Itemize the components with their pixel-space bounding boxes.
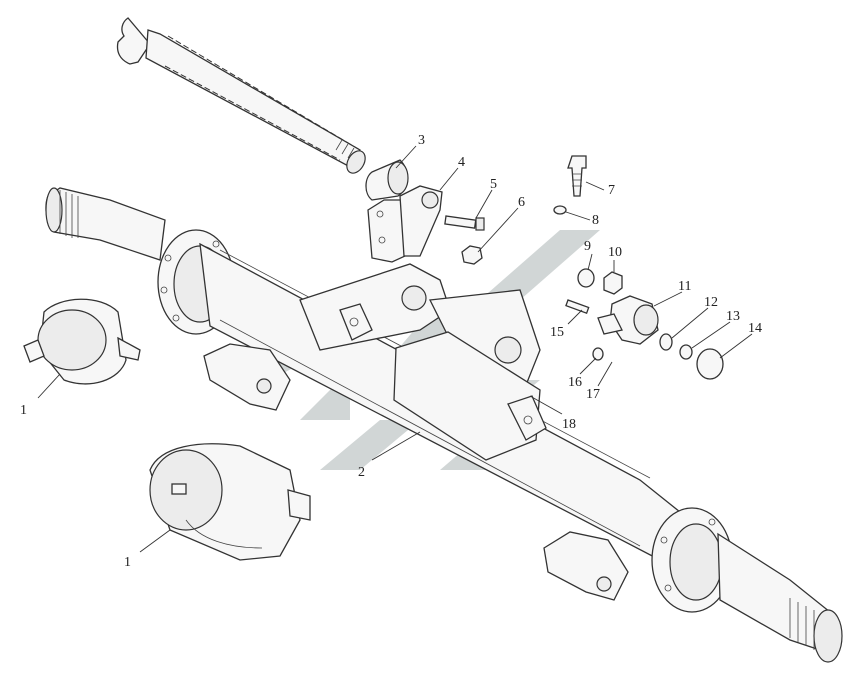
bracket-part-4 — [367, 185, 443, 263]
bolt-part-7 — [567, 155, 587, 197]
callout-15: 15 — [550, 325, 564, 340]
brake-chamber-part-1-lower — [149, 443, 311, 561]
nut-part-10 — [603, 271, 623, 295]
callout-17: 17 — [586, 387, 600, 402]
callout-3: 3 — [418, 133, 425, 148]
washer-part-9 — [577, 268, 595, 288]
drive-shaft — [116, 17, 409, 201]
bracket-assembly-part-18 — [299, 263, 547, 461]
brake-chamber-part-1-upper — [23, 298, 141, 385]
slack-adjuster-part-11 — [597, 295, 659, 345]
snap-ring-part-14 — [696, 348, 724, 380]
callout-12: 12 — [704, 295, 718, 310]
bolt-part-5 — [444, 215, 485, 231]
callout-16: 16 — [568, 375, 582, 390]
callout-8: 8 — [592, 213, 599, 228]
callout-11: 11 — [678, 279, 691, 294]
leader-lines — [37, 145, 753, 553]
callout-18: 18 — [562, 417, 576, 432]
callout-10: 10 — [608, 245, 622, 260]
callout-9: 9 — [584, 239, 591, 254]
callout-1-upper: 1 — [20, 403, 27, 418]
nut-part-6 — [461, 245, 483, 265]
callout-6: 6 — [518, 195, 525, 210]
callout-5: 5 — [490, 177, 497, 192]
callout-1-lower: 1 — [124, 555, 131, 570]
callout-4: 4 — [458, 155, 465, 170]
callout-2: 2 — [358, 465, 365, 480]
washer-part-8 — [553, 205, 567, 215]
screw-part-15 — [565, 299, 590, 314]
ring-part-12 — [659, 333, 673, 351]
ring-part-13 — [679, 344, 693, 360]
callout-7: 7 — [608, 183, 615, 198]
callout-13: 13 — [726, 309, 740, 324]
washer-part-16 — [592, 347, 604, 361]
callout-14: 14 — [748, 321, 762, 336]
